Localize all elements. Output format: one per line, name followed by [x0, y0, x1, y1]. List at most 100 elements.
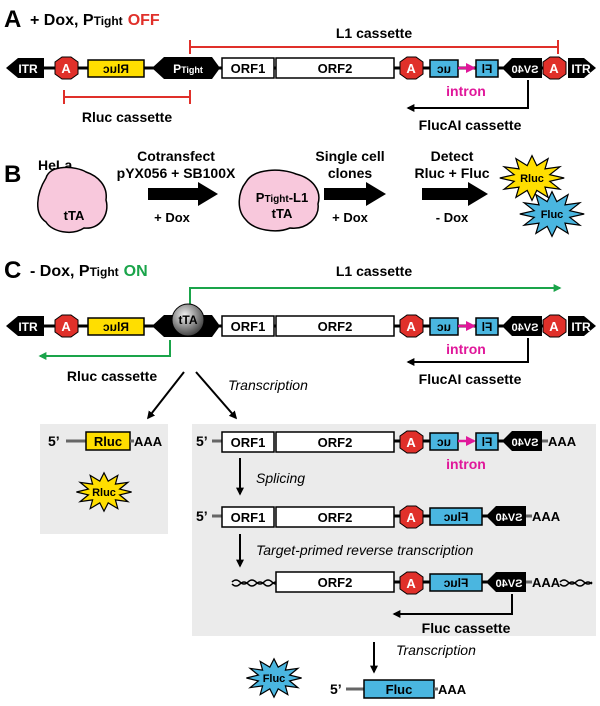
fluc-cassette-label: Fluc cassette	[422, 620, 511, 636]
intron-label: intron	[446, 83, 486, 99]
transcription-label: Transcription	[228, 377, 308, 393]
construct-a: ITR A Rluc PTight ORF1	[6, 56, 596, 80]
svg-text:uc: uc	[437, 62, 451, 76]
polyA-icon: A	[54, 314, 79, 338]
sv40-promoter-icon: SV40	[502, 316, 542, 336]
svg-text:ITR: ITR	[18, 62, 38, 76]
svg-text:AAA: AAA	[532, 575, 561, 590]
svg-text:tTA: tTA	[64, 208, 85, 223]
svg-text:5’: 5’	[196, 433, 208, 449]
svg-text:ITR: ITR	[571, 62, 591, 76]
intron-label-c: intron	[446, 341, 486, 357]
step3-line2: Rluc + Fluc	[414, 165, 489, 181]
l1-cassette-label-c: L1 cassette	[336, 263, 412, 279]
l1-cassette-bracket	[189, 40, 559, 54]
step3-line1: Detect	[431, 148, 474, 164]
sv40-promoter-icon: SV40	[502, 58, 542, 78]
svg-text:ORF1: ORF1	[231, 510, 266, 525]
svg-text:A: A	[61, 61, 71, 76]
panel-a-letter: A	[4, 6, 21, 33]
rluc-starburst-icon: Rluc	[499, 154, 565, 202]
orf1-box: ORF1	[221, 315, 275, 337]
svg-text:PTight: PTight	[173, 62, 203, 76]
step3-under: - Dox	[436, 210, 469, 225]
fluc-part-uc-box: uc	[429, 317, 459, 336]
step1-block-arrow-icon	[148, 182, 218, 206]
svg-text:Fl: Fl	[482, 62, 493, 76]
svg-text:ITR: ITR	[571, 320, 591, 334]
intron-label-mrna: intron	[446, 456, 486, 472]
itr-right-icon: ITR	[568, 316, 596, 336]
fluc-starburst-icon: Fluc	[519, 190, 585, 238]
svg-text:Fluc: Fluc	[443, 576, 468, 590]
step1-line1: Cotransfect	[137, 148, 215, 164]
rluc-cassette-label-c: Rluc cassette	[67, 368, 157, 384]
fluc-part-fl-box: Fl	[475, 317, 499, 336]
step2-line2: clones	[328, 165, 373, 181]
svg-text:A: A	[406, 319, 416, 334]
svg-text:Fluc: Fluc	[541, 209, 564, 221]
svg-text:ORF2: ORF2	[318, 510, 353, 525]
splicing-label: Splicing	[256, 470, 305, 486]
itr-left-icon: ITR	[6, 316, 44, 336]
l1-retrotransposition-panel	[192, 424, 596, 636]
flucai-cassette-arrow	[406, 80, 529, 112]
svg-text:AAA: AAA	[134, 434, 163, 449]
integrated-l1-cdna: ORF2 A Fluc SV40 AAA	[231, 571, 593, 595]
svg-text:uc: uc	[437, 435, 451, 449]
svg-text:tTA: tTA	[272, 206, 293, 221]
svg-text:Rluc: Rluc	[94, 434, 122, 449]
panel-b-letter: B	[4, 161, 21, 188]
svg-text:AAA: AAA	[438, 682, 467, 697]
svg-text:5’: 5’	[196, 508, 208, 524]
svg-text:Fluc: Fluc	[386, 682, 413, 697]
fluc-part-fl-box: Fl	[475, 59, 499, 78]
final-transcription-label: Transcription	[396, 642, 476, 658]
svg-text:PTight-L1: PTight-L1	[256, 190, 308, 205]
svg-text:ORF1: ORF1	[231, 61, 266, 76]
svg-text:A: A	[406, 510, 416, 525]
svg-text:Fl: Fl	[482, 435, 493, 449]
rluc-box: Rluc	[87, 317, 145, 336]
step2-line1: Single cell	[315, 148, 384, 164]
svg-text:AAA: AAA	[548, 434, 577, 449]
polyA-icon: A	[54, 56, 79, 80]
panel-c-letter: C	[4, 257, 21, 284]
svg-text:ORF2: ORF2	[318, 61, 353, 76]
polyA-icon: A	[542, 56, 567, 80]
l1-cassette-label: L1 cassette	[336, 25, 412, 41]
rluc-cassette-label: Rluc cassette	[82, 109, 172, 125]
svg-text:uc: uc	[437, 320, 451, 334]
itr-left-icon: ITR	[6, 58, 44, 78]
svg-text:A: A	[549, 61, 559, 76]
hela-cell-icon: tTA	[37, 166, 108, 234]
svg-text:Fluc: Fluc	[443, 510, 468, 524]
tta-sphere-icon: tTA	[171, 303, 205, 337]
svg-text:A: A	[406, 435, 416, 450]
svg-text:ORF1: ORF1	[231, 319, 266, 334]
svg-text:Rluc: Rluc	[103, 62, 129, 76]
rluc-mrna: 5’ Rluc AAA	[48, 431, 163, 451]
ptight-l1-cell-icon: PTight-L1 tTA	[238, 169, 320, 232]
svg-text:5’: 5’	[330, 681, 342, 697]
l1-mrna-spliced: 5’ ORF1 ORF2 A Fluc SV40 AAA	[196, 505, 561, 529]
l1-green-arrow	[189, 284, 562, 310]
svg-text:SV40: SV40	[496, 512, 523, 524]
flucai-cassette-label: FlucAI cassette	[419, 117, 522, 133]
orf2-box: ORF2	[275, 315, 395, 337]
svg-text:ORF1: ORF1	[231, 435, 266, 450]
flucai-cassette-label-c: FlucAI cassette	[419, 371, 522, 387]
orf1-box: ORF1	[221, 57, 275, 79]
fluc-cassette-arrow	[392, 594, 513, 618]
svg-text:SV40: SV40	[512, 437, 539, 449]
svg-text:SV40: SV40	[512, 322, 539, 334]
svg-text:Rluc: Rluc	[103, 320, 129, 334]
step1-under: + Dox	[154, 210, 191, 225]
rluc-green-arrow	[38, 340, 171, 360]
svg-text:SV40: SV40	[496, 578, 523, 590]
svg-text:tTA: tTA	[178, 313, 197, 327]
fluc-part-uc-box: uc	[429, 59, 459, 78]
itr-right-icon: ITR	[568, 58, 596, 78]
